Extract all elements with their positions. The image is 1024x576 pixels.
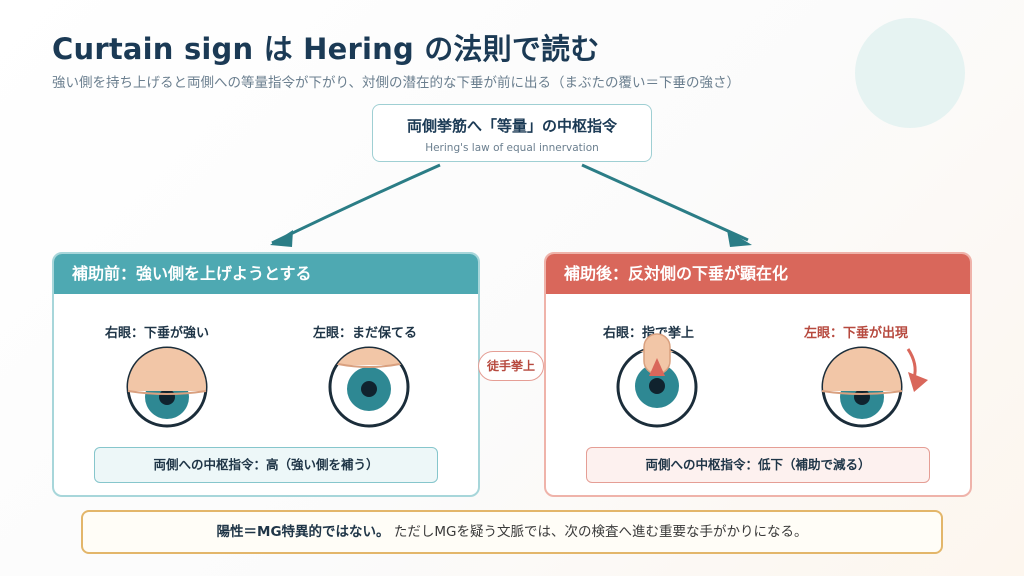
pupil bbox=[159, 389, 175, 405]
left-eye-label-after: 左眼：下垂が出現 bbox=[804, 326, 909, 341]
before-eyes bbox=[126, 346, 410, 428]
arrow-head-left bbox=[270, 230, 293, 247]
arrow-head-right bbox=[727, 230, 752, 247]
eyelid-drooping bbox=[823, 348, 901, 391]
conclusion-strong: 陽性＝MG特異的ではない。 bbox=[216, 524, 390, 540]
hering-law-box: 両側挙筋へ「等量」の中枢指令 Hering's law of equal inn… bbox=[372, 104, 652, 162]
before-assist-header: 補助前：強い側を上げようとする bbox=[54, 254, 478, 294]
before-assist-panel: 補助前：強い側を上げようとする 右眼：下垂が強い 左眼：まだ保てる 両側への中枢… bbox=[52, 252, 480, 497]
after-eyes bbox=[616, 333, 928, 428]
conclusion-box: 陽性＝MG特異的ではない。 ただしMGを疑う文脈では、次の検査へ進む重要な手がか… bbox=[81, 510, 943, 554]
pupil bbox=[854, 389, 870, 405]
before-assist-note: 両側への中枢指令：高（強い側を補う） bbox=[94, 447, 438, 483]
arrow-to-left-panel bbox=[271, 163, 441, 245]
left-eye-after bbox=[821, 346, 928, 428]
decorative-circle bbox=[855, 18, 965, 128]
page-title: Curtain sign は Hering の法則で読む bbox=[52, 32, 600, 66]
left-eye-label-before: 左眼：まだ保てる bbox=[313, 326, 418, 341]
right-eye-before bbox=[126, 346, 208, 428]
arrow-to-right-panel bbox=[581, 163, 749, 242]
right-eye-label-before: 右眼：下垂が強い bbox=[105, 326, 210, 341]
hering-law-title: 両側挙筋へ「等量」の中枢指令 bbox=[406, 117, 617, 135]
after-assist-note: 両側への中枢指令：低下（補助で減る） bbox=[586, 447, 930, 483]
right-eye-label-after: 右眼：指で挙上 bbox=[603, 326, 695, 341]
after-assist-panel: 補助後：反対側の下垂が顕在化 右眼：指で挙上 左眼：下垂が出現 両側への中枢指令… bbox=[544, 252, 972, 497]
hering-law-subtitle: Hering's law of equal innervation bbox=[425, 142, 599, 154]
eyelid-heavy bbox=[128, 348, 206, 391]
pupil bbox=[361, 381, 377, 397]
conclusion-text: ただしMGを疑う文脈では、次の検査へ進む重要な手がかりになる。 bbox=[393, 524, 808, 540]
manual-lift-badge: 徒手挙上 bbox=[478, 351, 544, 381]
right-eye-after bbox=[616, 333, 698, 428]
lift-arrow-icon bbox=[649, 358, 665, 376]
pupil bbox=[649, 378, 665, 394]
after-assist-header: 補助後：反対側の下垂が顕在化 bbox=[546, 254, 970, 294]
left-eye-before bbox=[328, 346, 410, 428]
page-subtitle: 強い側を持ち上げると両側への等量指令が下がり、対側の潜在的な下垂が前に出る（まぶ… bbox=[52, 75, 740, 91]
